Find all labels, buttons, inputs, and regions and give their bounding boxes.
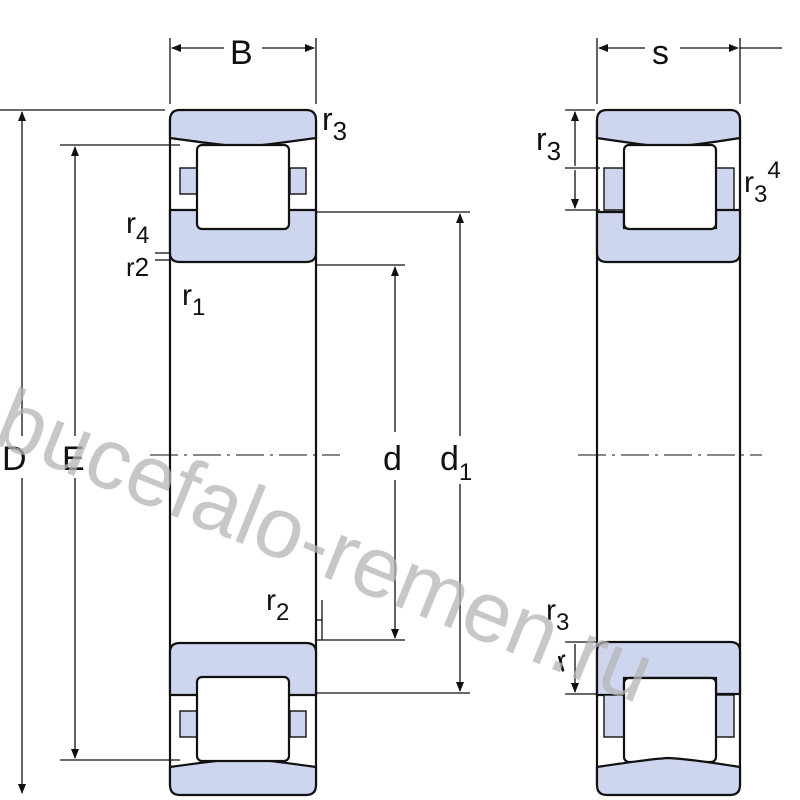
label-s: s [652, 34, 669, 72]
label-r3-right-top: r3 [536, 121, 561, 166]
label-r34: r34 [744, 157, 781, 208]
label-r2-bottom: r2 [266, 584, 289, 626]
label-D: D [2, 440, 27, 478]
dimension-lines [0, 38, 782, 794]
label-d1: d1 [440, 440, 472, 486]
outer-ring-bottom [168, 756, 318, 797]
right-bearing-section [578, 108, 762, 797]
label-r3-top: r3 [322, 101, 347, 146]
roller-top [195, 143, 291, 231]
label-d: d [383, 440, 402, 478]
label-r2-left: r2 [126, 252, 149, 282]
left-bearing-section [150, 108, 340, 797]
label-B: B [230, 34, 253, 72]
label-E: E [62, 440, 85, 478]
label-r-right: r [553, 645, 571, 679]
outer-ring-top [168, 108, 318, 149]
label-r1: r1 [182, 279, 205, 321]
roller-bottom [195, 675, 291, 763]
label-r3-right-bottom: r3 [546, 594, 569, 636]
label-r4: r4 [126, 207, 149, 249]
